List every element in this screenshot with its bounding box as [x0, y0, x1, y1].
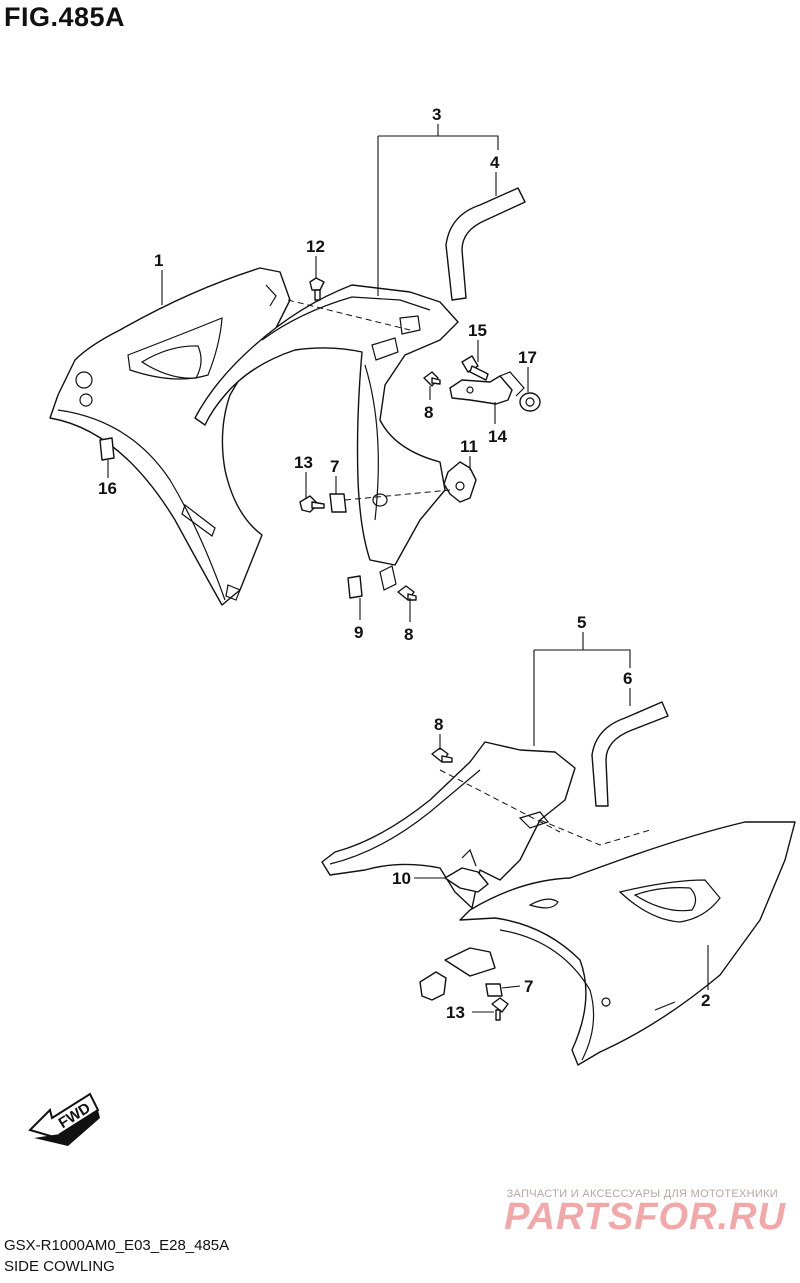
callout-7-upper: 7	[330, 457, 339, 476]
callout-8-upper: 8	[424, 403, 433, 422]
figure-code: GSX-R1000AM0_E03_E28_485A	[4, 1237, 230, 1254]
callout-4: 4	[490, 153, 500, 172]
callout-12: 12	[306, 237, 325, 256]
callout-5: 5	[577, 613, 586, 632]
fwd-arrow-icon: FWD	[28, 1092, 100, 1146]
callout-13-lower: 13	[446, 1003, 465, 1022]
part-6-trim[interactable]	[591, 701, 669, 807]
part-1-side-cowling-left[interactable]	[49, 267, 291, 606]
part-10-bracket[interactable]	[444, 848, 489, 893]
part-7-collar-b[interactable]	[485, 983, 503, 997]
part-15-bolt[interactable]	[461, 355, 489, 381]
part-9-pad[interactable]	[347, 575, 363, 599]
watermark-logo: PARTSFOR.RU	[504, 1196, 786, 1238]
callout-8-lower: 8	[434, 715, 443, 734]
part-14-bracket[interactable]	[449, 371, 525, 405]
callout-3: 3	[432, 105, 441, 124]
callout-10: 10	[392, 869, 411, 888]
part-8-screw-b[interactable]	[397, 585, 417, 601]
callout-2: 2	[701, 991, 710, 1010]
callouts: 1 2 3 4 5 6 7 7 8 8 8 9 10 11 12 13 13 1…	[98, 105, 710, 1022]
callout-17: 17	[518, 348, 537, 367]
callout-9: 9	[354, 623, 363, 642]
part-2-side-cowling-right[interactable]	[459, 821, 796, 1066]
part-7-collar-a[interactable]	[329, 493, 347, 513]
part-13-bolt-b[interactable]	[491, 997, 509, 1021]
callout-16: 16	[98, 479, 117, 498]
part-13-bolt-a[interactable]	[299, 495, 325, 513]
part-8-screw-a[interactable]	[423, 371, 441, 387]
part-16-pad[interactable]	[99, 437, 115, 461]
part-11-bracket[interactable]	[443, 461, 477, 503]
callout-15: 15	[468, 321, 487, 340]
figure-name: SIDE COWLING	[4, 1258, 115, 1275]
callout-14: 14	[488, 427, 507, 446]
callout-1: 1	[154, 251, 163, 270]
part-5-inner-cowling[interactable]	[321, 741, 576, 909]
callout-6: 6	[623, 669, 632, 688]
assembly-lines	[287, 299, 651, 846]
lower-tab[interactable]	[419, 947, 496, 1001]
part-17-grommet[interactable]	[519, 392, 541, 412]
part-3-inner-cowling[interactable]	[194, 284, 459, 591]
part-8-screw-c[interactable]	[431, 747, 453, 763]
part-4-trim[interactable]	[445, 187, 526, 301]
callout-13-upper: 13	[294, 453, 313, 472]
part-12-screw[interactable]	[309, 277, 325, 301]
callout-7-lower: 7	[524, 977, 533, 996]
callout-8-middle: 8	[404, 625, 413, 644]
leader-lines	[107, 124, 709, 1013]
figure-title: FIG.485A	[4, 2, 126, 32]
watermark-tagline: ЗАПЧАСТИ И АКСЕССУАРЫ ДЛЯ МОТОТЕХНИКИ	[506, 1188, 778, 1200]
callout-11: 11	[460, 437, 478, 456]
